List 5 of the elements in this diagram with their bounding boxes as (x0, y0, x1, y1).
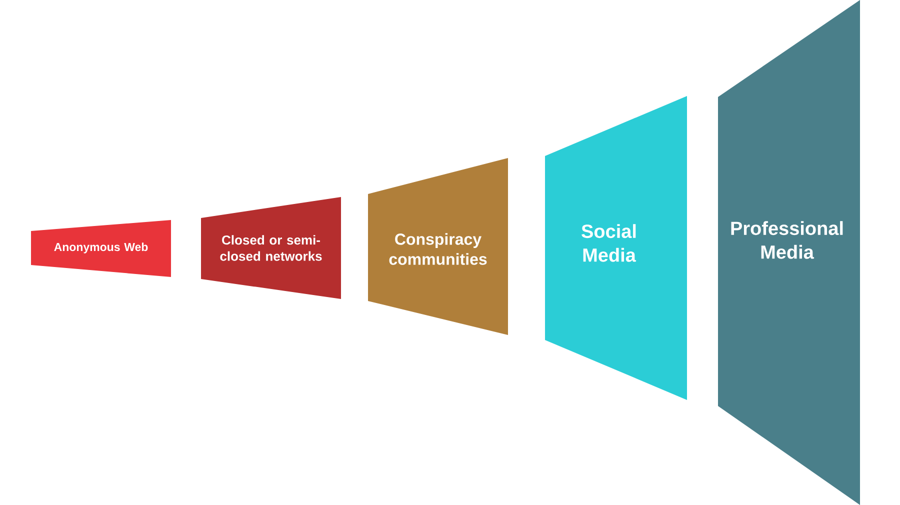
trapezoid-box: Social Media (545, 96, 687, 400)
trapezoid-box: Conspiracy communities (368, 158, 508, 335)
trapezoid-box: Professional Media (718, 0, 860, 505)
trapezoid-box: Closed or semi-closed networks (201, 197, 341, 299)
trapezoid-box: Anonymous Web (31, 220, 171, 277)
